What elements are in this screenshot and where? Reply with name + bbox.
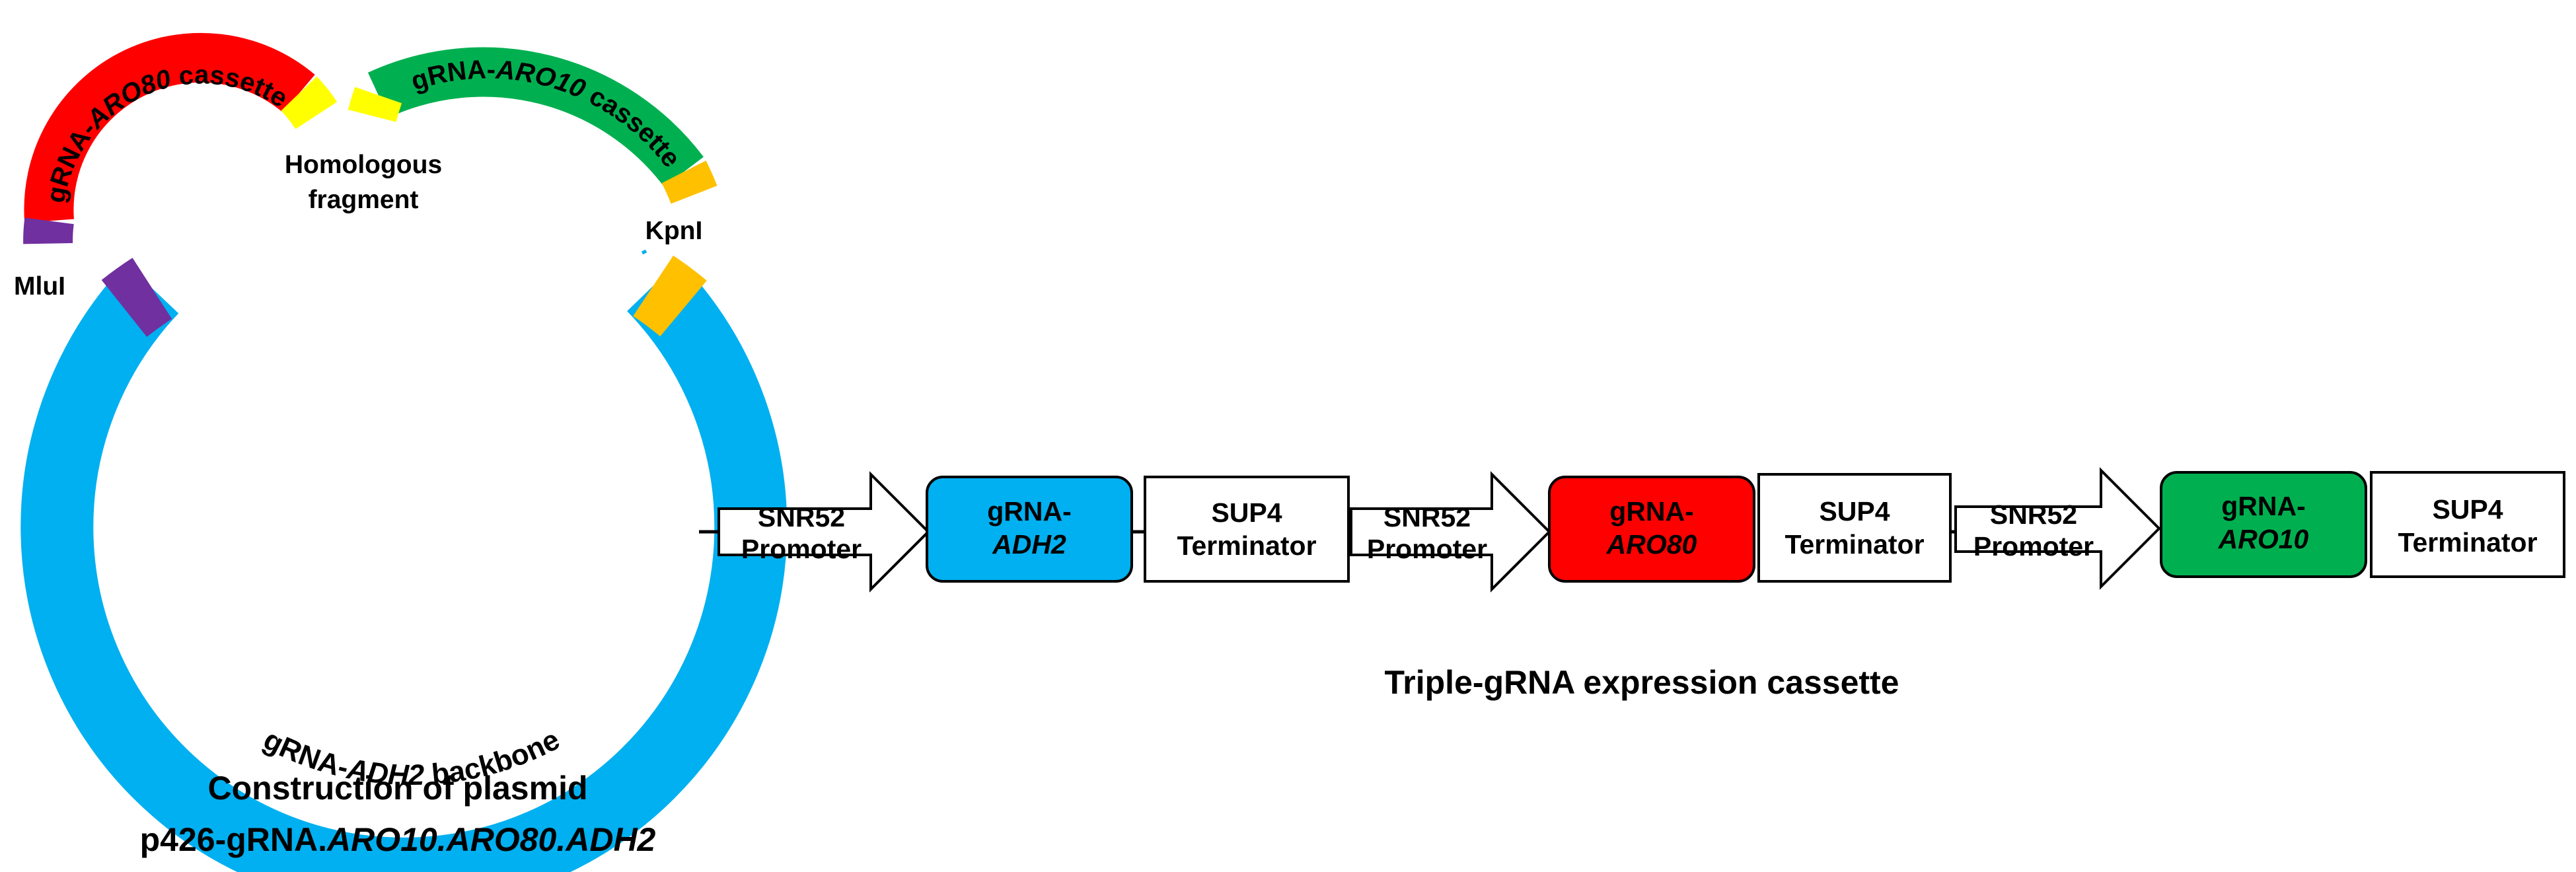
terminator-3: SUP4 Terminator [2370, 471, 2565, 578]
mlui-site-backbone [101, 258, 172, 338]
terminator-1: SUP4 Terminator [1144, 476, 1350, 583]
grna-aro80-box: gRNA- ARO80 [1548, 476, 1755, 583]
grna-aro80-line1: gRNA- [1609, 496, 1694, 527]
promoter-3-arrow [1954, 467, 2161, 590]
grna-aro10-line1: gRNA- [2221, 491, 2306, 521]
grna-aro10-box: gRNA- ARO10 [2160, 471, 2367, 578]
grna-adh2-line2: ADH2 [992, 529, 1066, 560]
terminator-3-rect [2370, 471, 2565, 578]
plasmid-caption-line2: p426-gRNA.ARO10.ARO80.ADH2 [140, 821, 656, 858]
grna-aro10-line2: ARO10 [2218, 524, 2309, 554]
terminator-3-line2: Terminator [2398, 527, 2537, 558]
mlui-label: MluI [14, 272, 65, 301]
terminator-1-rect [1144, 476, 1350, 583]
terminator-3-line1: SUP4 [2432, 494, 2503, 525]
promoter-2-line1: SNR52 [1383, 502, 1471, 532]
promoter-3-line2: Promoter [1973, 531, 2094, 562]
red-cassette-arc [24, 32, 315, 223]
plasmid-caption-line1: Construction of plasmid [208, 770, 588, 807]
grna-adh2-box: gRNA- ADH2 [926, 476, 1133, 583]
promoter-2-line2: Promoter [1367, 534, 1487, 564]
terminator-1-line2: Terminator [1177, 530, 1316, 561]
homologous-label-line1: Homologous [285, 151, 442, 179]
promoter-1: SNR52 Promoter [699, 471, 930, 593]
grna-aro80-line2: ARO80 [1606, 529, 1697, 560]
kpni-site-backbone [632, 255, 707, 337]
terminator-2-line1: SUP4 [1819, 496, 1890, 527]
homologous-label-line2: fragment [309, 186, 419, 214]
mlui-site-red [23, 217, 74, 244]
plasmid-diagram: gRNA-ARO80 cassette gRNA-ARO10 cassette … [14, 32, 788, 872]
green-cassette-arc [367, 47, 704, 187]
homologous-site-green [348, 87, 402, 122]
backbone-top-edge [641, 249, 647, 255]
terminator-2-line2: Terminator [1785, 529, 1924, 560]
grna-adh2-rect [926, 476, 1133, 583]
grna-aro80-rect [1548, 476, 1755, 583]
cassette-diagram: SNR52 Promoter gRNA- ADH2 SUP4 Terminato… [699, 467, 2565, 701]
terminator-2-rect [1757, 473, 1952, 583]
terminator-1-line1: SUP4 [1211, 497, 1282, 528]
cassette-caption: Triple-gRNA expression cassette [1385, 664, 1899, 701]
kpni-site-green [661, 161, 718, 204]
promoter-1-line1: SNR52 [758, 502, 845, 532]
homologous-site-red [280, 76, 338, 130]
promoter-1-arrow [718, 471, 930, 593]
terminator-2: SUP4 Terminator [1757, 473, 1952, 583]
promoter-1-line2: Promoter [741, 534, 862, 564]
promoter-3-line1: SNR52 [1990, 499, 2077, 530]
promoter-3: SNR52 Promoter [1954, 467, 2161, 590]
grna-adh2-line1: gRNA- [987, 496, 1072, 527]
kpni-label: KpnI [645, 217, 703, 245]
grna-aro10-rect [2160, 471, 2367, 578]
promoter-2: SNR52 Promoter [1350, 471, 1551, 593]
promoter-2-arrow [1350, 471, 1551, 593]
